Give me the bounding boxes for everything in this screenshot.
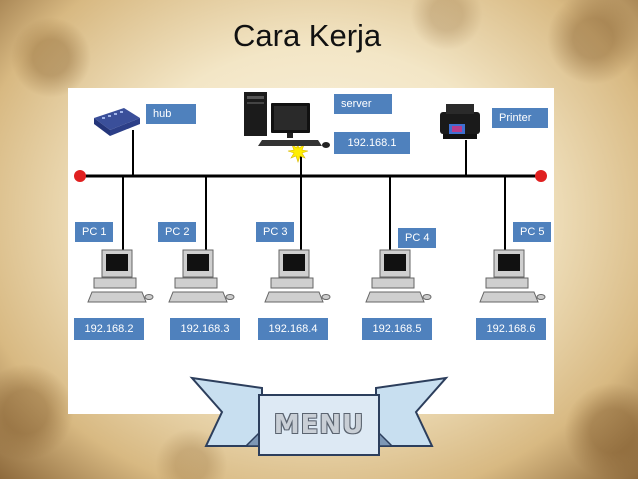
pc5-ip-label: 192.168.6 xyxy=(476,318,546,340)
menu-button[interactable]: MENU xyxy=(273,410,365,440)
hub-label: hub xyxy=(146,104,196,124)
pc5-label: PC 5 xyxy=(513,222,551,242)
signal-burst-icon xyxy=(287,142,309,163)
pc1-computer-icon xyxy=(87,249,154,303)
pc4-computer-icon xyxy=(365,249,432,303)
printer-label: Printer xyxy=(492,108,548,128)
pc2-label: PC 2 xyxy=(158,222,196,242)
pc3-label: PC 3 xyxy=(256,222,294,242)
pc1-ip-label: 192.168.2 xyxy=(74,318,144,340)
pc3-computer-icon xyxy=(264,249,331,303)
pc5-computer-icon xyxy=(479,249,546,303)
pc2-ip-label: 192.168.3 xyxy=(170,318,240,340)
menu-ribbon-icon xyxy=(189,376,449,456)
pc4-label: PC 4 xyxy=(398,228,436,248)
server-label: server xyxy=(334,94,392,114)
pc4-ip-label: 192.168.5 xyxy=(362,318,432,340)
hub-icon xyxy=(94,108,140,136)
server-ip-label: 192.168.1 xyxy=(334,132,410,154)
right-terminator xyxy=(535,170,547,182)
left-terminator xyxy=(74,170,86,182)
page-title: Cara Kerja xyxy=(233,18,382,53)
printer-icon xyxy=(440,104,480,139)
pc2-computer-icon xyxy=(168,249,235,303)
server-icon xyxy=(244,92,330,148)
pc3-ip-label: 192.168.4 xyxy=(258,318,328,340)
pc1-label: PC 1 xyxy=(75,222,113,242)
